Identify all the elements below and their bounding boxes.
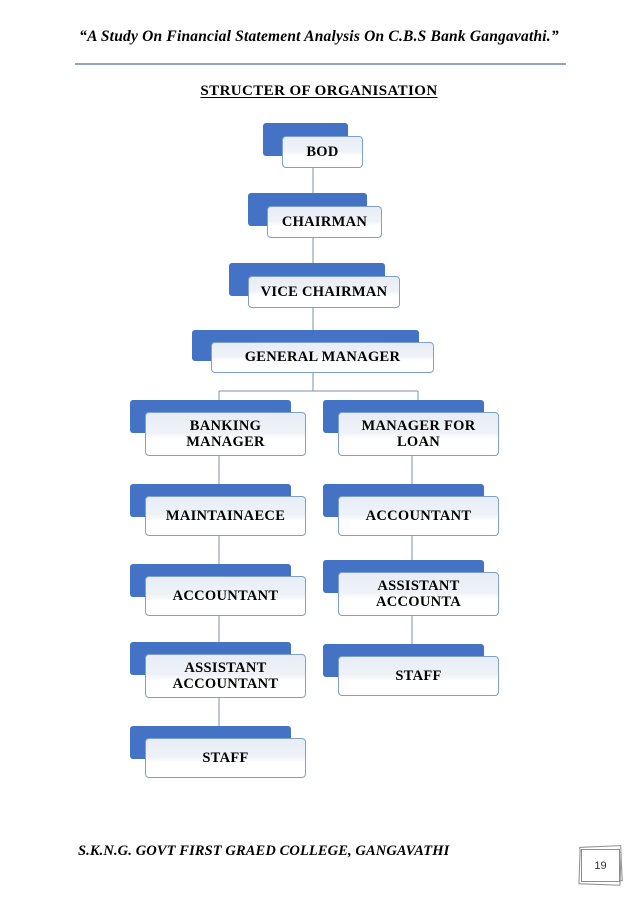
node-box[interactable]: MANAGER FOR LOAN — [338, 412, 499, 456]
org-node-label: ASSISTANT ACCOUNTA — [375, 577, 462, 610]
org-node-staff-left[interactable]: STAFF — [130, 726, 306, 778]
node-box[interactable]: VICE CHAIRMAN — [248, 276, 400, 308]
org-node-label: ACCOUNTANT — [365, 507, 472, 524]
org-node-banking-manager[interactable]: BANKING MANAGER — [130, 400, 306, 456]
document-footer: S.K.N.G. GOVT FIRST GRAED COLLEGE, GANGA… — [78, 842, 548, 860]
node-box[interactable]: STAFF — [338, 656, 499, 696]
org-node-manager-for-loan[interactable]: MANAGER FOR LOAN — [323, 400, 499, 456]
org-node-label: BOD — [306, 143, 339, 160]
footer-institution-text: S.K.N.G. GOVT FIRST GRAED COLLEGE, GANGA… — [78, 843, 450, 859]
page-number-badge: 19 — [578, 845, 624, 888]
org-node-staff-right[interactable]: STAFF — [323, 644, 499, 696]
node-box[interactable]: BOD — [282, 136, 363, 168]
org-node-label: STAFF — [202, 749, 249, 766]
org-node-assistant-accountant[interactable]: ASSISTANT ACCOUNTANT — [130, 642, 306, 698]
org-node-assistant-accounta[interactable]: ASSISTANT ACCOUNTA — [323, 560, 499, 616]
header-title: “A Study On Financial Statement Analysis… — [79, 28, 559, 45]
node-box[interactable]: ACCOUNTANT — [338, 496, 499, 536]
header-divider — [75, 63, 566, 65]
node-box[interactable]: MAINTAINAECE — [145, 496, 306, 536]
node-box[interactable]: ASSISTANT ACCOUNTANT — [145, 654, 306, 698]
org-node-label: GENERAL MANAGER — [244, 349, 401, 366]
org-node-maintainaece[interactable]: MAINTAINAECE — [130, 484, 306, 536]
org-node-vice-chairman[interactable]: VICE CHAIRMAN — [229, 263, 400, 308]
org-node-label: BANKING MANAGER — [186, 417, 265, 450]
org-node-label: MANAGER FOR LOAN — [361, 417, 476, 450]
section-heading: STRUCTER OF ORGANISATION — [0, 82, 638, 100]
node-box[interactable]: BANKING MANAGER — [145, 412, 306, 456]
node-box[interactable]: ACCOUNTANT — [145, 576, 306, 616]
org-node-accountant-left[interactable]: ACCOUNTANT — [130, 564, 306, 616]
node-box[interactable]: CHAIRMAN — [267, 206, 382, 238]
page-number-text: 19 — [594, 859, 607, 872]
org-node-label: ACCOUNTANT — [172, 587, 279, 604]
org-node-label: CHAIRMAN — [281, 213, 368, 230]
page-badge-sheet-front: 19 — [581, 849, 620, 882]
org-node-label: MAINTAINAECE — [165, 507, 286, 524]
document-header: “A Study On Financial Statement Analysis… — [0, 28, 638, 46]
node-box[interactable]: STAFF — [145, 738, 306, 778]
section-heading-text: STRUCTER OF ORGANISATION — [200, 83, 438, 99]
org-node-label: ASSISTANT ACCOUNTANT — [172, 659, 279, 692]
org-node-label: STAFF — [395, 667, 442, 684]
org-node-accountant-right[interactable]: ACCOUNTANT — [323, 484, 499, 536]
node-box[interactable]: GENERAL MANAGER — [211, 342, 434, 373]
org-node-label: VICE CHAIRMAN — [260, 283, 388, 300]
org-node-bod[interactable]: BOD — [263, 123, 363, 168]
node-box[interactable]: ASSISTANT ACCOUNTA — [338, 572, 499, 616]
org-node-general-manager[interactable]: GENERAL MANAGER — [192, 330, 434, 373]
org-node-chairman[interactable]: CHAIRMAN — [248, 193, 382, 238]
